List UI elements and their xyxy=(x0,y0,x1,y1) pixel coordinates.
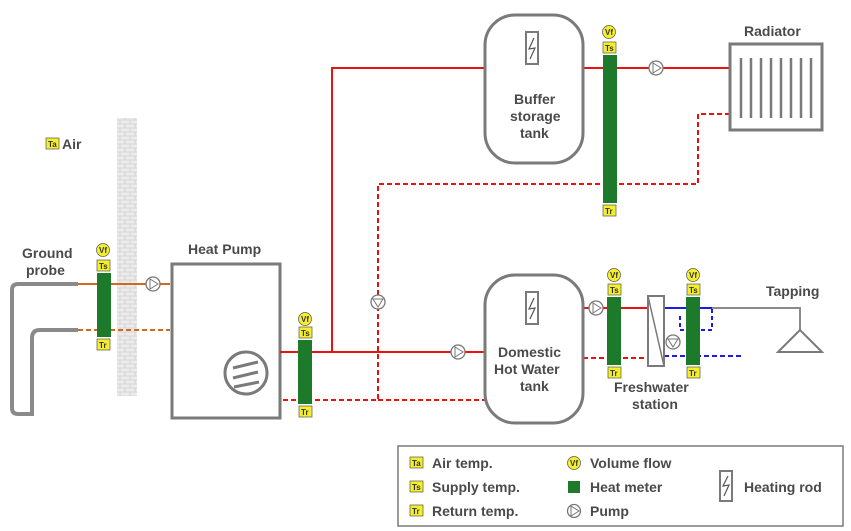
radiator-label: Radiator xyxy=(744,23,801,39)
svg-text:Return temp.: Return temp. xyxy=(432,503,518,519)
svg-text:Vf: Vf xyxy=(99,246,107,255)
svg-text:Vf: Vf xyxy=(605,28,613,37)
vf-buffer: Vf xyxy=(602,25,616,39)
heat-meter-tapping xyxy=(686,297,700,365)
buffer-tank xyxy=(483,13,585,165)
ground-probe-loop xyxy=(10,282,78,416)
legend: Ta Air temp. Ts Supply temp. Tr Return t… xyxy=(397,445,844,527)
pump-fws xyxy=(588,300,604,316)
buffer-heating-rod-icon xyxy=(525,31,539,65)
sensor-dhw-tr: Tr xyxy=(607,366,622,379)
svg-text:Ts: Ts xyxy=(689,286,698,295)
freshwater-label-1: Freshwater xyxy=(614,379,689,395)
svg-text:Heating rod: Heating rod xyxy=(744,479,822,495)
air-sensor: Ta xyxy=(45,137,60,150)
vf-dhw: Vf xyxy=(607,268,621,282)
buffer-label-2: storage xyxy=(510,108,561,124)
legend-box xyxy=(397,445,844,527)
svg-text:Supply temp.: Supply temp. xyxy=(432,479,520,495)
pump-radiator xyxy=(648,60,664,76)
dhw-tank xyxy=(483,273,585,425)
legend-item-supply-temp: Ts Supply temp. xyxy=(409,479,520,495)
svg-text:Vf: Vf xyxy=(610,271,618,280)
vf-heatpump: Vf xyxy=(298,312,312,326)
freshwater-station-exchanger xyxy=(647,295,665,367)
svg-text:Ts: Ts xyxy=(412,483,421,492)
svg-text:Tr: Tr xyxy=(99,341,107,350)
svg-text:Ts: Ts xyxy=(99,262,108,271)
pump-circulation xyxy=(665,334,681,350)
sensor-hp-tr: Tr xyxy=(298,405,313,418)
building-wall xyxy=(117,118,137,396)
heat-meter-ground xyxy=(97,273,111,337)
heat-pump-label: Heat Pump xyxy=(188,241,261,257)
air-sensor-tag: Ta xyxy=(48,140,57,149)
radiator-return-pipe xyxy=(280,113,730,401)
pump-ground xyxy=(145,276,161,292)
svg-text:Tr: Tr xyxy=(689,369,697,378)
dhw-heating-rod-icon xyxy=(525,291,539,325)
legend-item-return-temp: Tr Return temp. xyxy=(409,503,518,519)
svg-text:Ts: Ts xyxy=(605,44,614,53)
radiator-fins xyxy=(739,58,813,118)
vf-tap: Vf xyxy=(686,268,700,282)
tapping-pipe xyxy=(664,307,801,330)
svg-text:Tr: Tr xyxy=(605,207,613,216)
svg-text:Heat meter: Heat meter xyxy=(590,479,663,495)
svg-text:Ta: Ta xyxy=(412,459,421,468)
dhw-label-2: Hot Water xyxy=(494,361,560,377)
tapping-label: Tapping xyxy=(766,283,819,299)
air-label: Air xyxy=(62,136,82,152)
heat-pump-unit xyxy=(170,262,282,420)
sensor-dhw-ts: Ts xyxy=(607,283,622,296)
legend-item-volume-flow: Vf Volume flow xyxy=(567,455,672,471)
pump-dhw xyxy=(450,344,466,360)
sensor-buffer-ts: Ts xyxy=(602,41,617,54)
heat-meter-dhw xyxy=(607,297,621,365)
legend-item-heating-rod: Heating rod xyxy=(719,470,822,502)
sensor-ground-tr: Tr xyxy=(96,338,111,351)
heat-meter-buffer xyxy=(603,55,617,203)
buffer-label-1: Buffer xyxy=(514,91,556,107)
buffer-label-3: tank xyxy=(520,125,549,141)
svg-text:Ts: Ts xyxy=(301,329,310,338)
svg-text:Vf: Vf xyxy=(689,271,697,280)
svg-text:Vf: Vf xyxy=(301,315,309,324)
freshwater-label-2: station xyxy=(632,396,678,412)
legend-item-pump: Pump xyxy=(566,503,629,519)
svg-text:Tr: Tr xyxy=(412,507,420,516)
sensor-ground-ts: Ts xyxy=(96,259,111,272)
legend-item-heat-meter: Heat meter xyxy=(568,479,663,495)
vf-ground: Vf xyxy=(96,243,110,257)
svg-text:Pump: Pump xyxy=(590,503,629,519)
svg-text:Volume flow: Volume flow xyxy=(590,455,672,471)
ground-probe-label-2: probe xyxy=(26,262,65,278)
tapping-icon xyxy=(775,328,825,353)
radiator xyxy=(728,42,824,132)
ground-probe-label-1: Ground xyxy=(22,245,73,261)
sensor-buffer-tr: Tr xyxy=(602,204,617,217)
sensor-hp-ts: Ts xyxy=(298,326,313,339)
dhw-label-1: Domestic xyxy=(498,344,561,360)
svg-text:Tr: Tr xyxy=(301,408,309,417)
legend-item-air-temp: Ta Air temp. xyxy=(409,455,493,471)
sensor-tap-ts: Ts xyxy=(686,283,701,296)
svg-text:Tr: Tr xyxy=(610,369,618,378)
heat-pump-fan-icon xyxy=(223,350,269,396)
svg-text:Ts: Ts xyxy=(610,286,619,295)
svg-text:Vf: Vf xyxy=(570,459,578,468)
svg-text:Air temp.: Air temp. xyxy=(432,455,493,471)
pump-buffer-return xyxy=(370,294,386,310)
dhw-label-3: tank xyxy=(520,378,549,394)
sensor-tap-tr: Tr xyxy=(686,366,701,379)
heat-meter-heatpump xyxy=(298,340,312,404)
